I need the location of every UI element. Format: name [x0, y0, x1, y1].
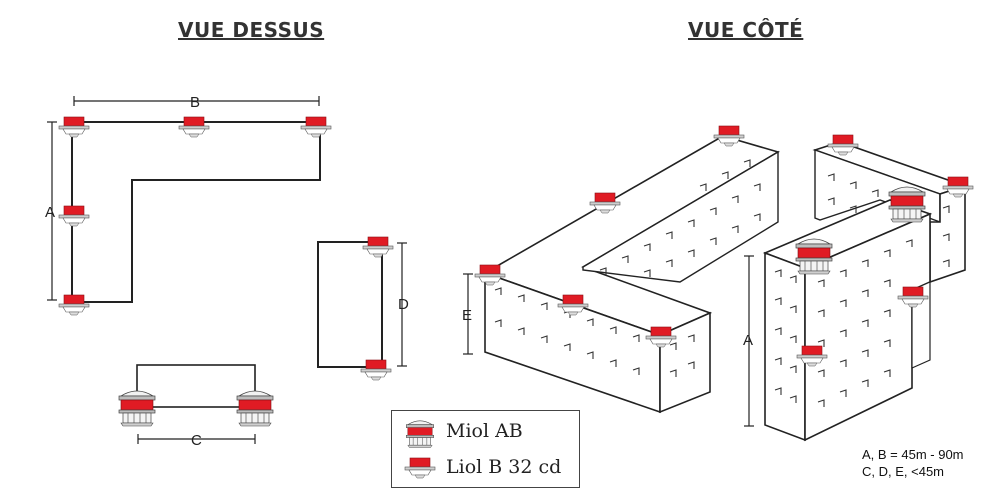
l-building-outline	[71, 121, 321, 303]
u-building-front-left	[764, 251, 806, 442]
top-view-title: VUE DESSUS	[178, 18, 325, 42]
liol-icon	[404, 457, 436, 479]
dimension-note: A, B = 45m - 90m C, D, E, <45m	[862, 446, 964, 480]
legend-label-miol: Miol AB	[446, 420, 523, 442]
dimension-label-c: C	[191, 432, 202, 449]
dimension-label-b: B	[190, 94, 200, 111]
side-view-title: VUE CÔTÉ	[688, 18, 804, 42]
top-view: B A D C	[45, 94, 409, 449]
c-building-outline	[136, 364, 256, 408]
dimension-label-a-side: A	[743, 332, 753, 349]
miol-light	[795, 238, 833, 275]
miol-light	[888, 186, 926, 223]
miol-icon	[405, 420, 435, 448]
l-building-inner-wall	[582, 150, 779, 283]
rect-building-outline	[317, 241, 383, 368]
side-view: E	[462, 125, 974, 442]
legend-row-miol: Miol AB	[392, 415, 579, 449]
note-line-1: A, B = 45m - 90m	[862, 447, 964, 462]
note-line-2: C, D, E, <45m	[862, 464, 944, 479]
miol-light	[236, 390, 274, 427]
miol-light	[118, 390, 156, 427]
dimension-label-a: A	[45, 204, 55, 221]
legend-label-liol: Liol B 32 cd	[446, 456, 562, 478]
legend: Miol AB Liol B 32 cd	[391, 410, 580, 488]
legend-row-liol: Liol B 32 cd	[392, 451, 579, 485]
dimension-label-d: D	[398, 296, 409, 313]
dimension-label-e: E	[462, 307, 472, 324]
